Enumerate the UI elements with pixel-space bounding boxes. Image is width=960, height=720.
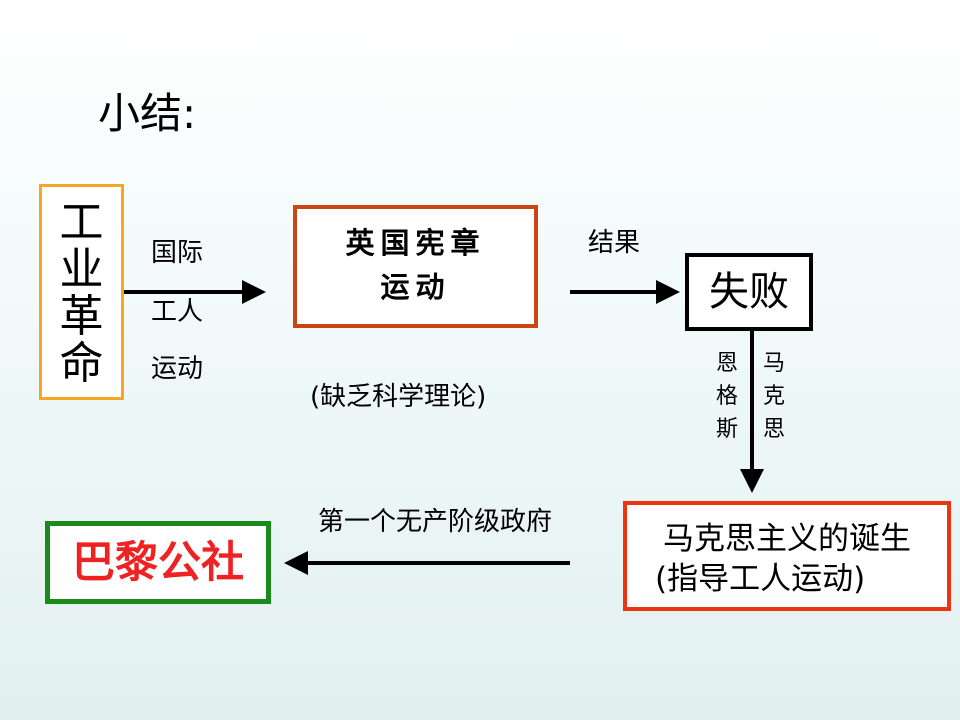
workers-label: 工人 [151,297,204,327]
chartist-movement-label: 英国宪章 运动 [345,226,486,304]
failure-label: 失败 [709,269,789,315]
lacking-theory-note: (缺乏科学理论) [310,382,487,412]
international-label: 国际 [151,238,204,268]
marxism-node: 马克思主义的诞生 (指导工人运动) [623,501,951,611]
result-label: 结果 [588,228,641,258]
first-proletarian-gov-label: 第一个无产阶级政府 [318,507,553,537]
marxism-title: 马克思主义的诞生 [663,521,911,557]
engels-label: 恩 格 斯 [715,351,738,442]
industrial-revolution-label: 工 业 革 命 [59,197,104,389]
failure-node: 失败 [685,253,813,331]
marxism-subtitle: (指导工人运动) [655,561,866,597]
page-title: 小结: [98,89,197,138]
paris-commune-node: 巴黎公社 [45,521,271,604]
paris-commune-label: 巴黎公社 [72,538,244,588]
industrial-revolution-node: 工 业 革 命 [39,184,124,400]
chartist-movement-node: 英国宪章 运动 [293,205,538,328]
marx-label: 马 克 思 [762,351,785,442]
movement-label: 运动 [151,354,204,384]
